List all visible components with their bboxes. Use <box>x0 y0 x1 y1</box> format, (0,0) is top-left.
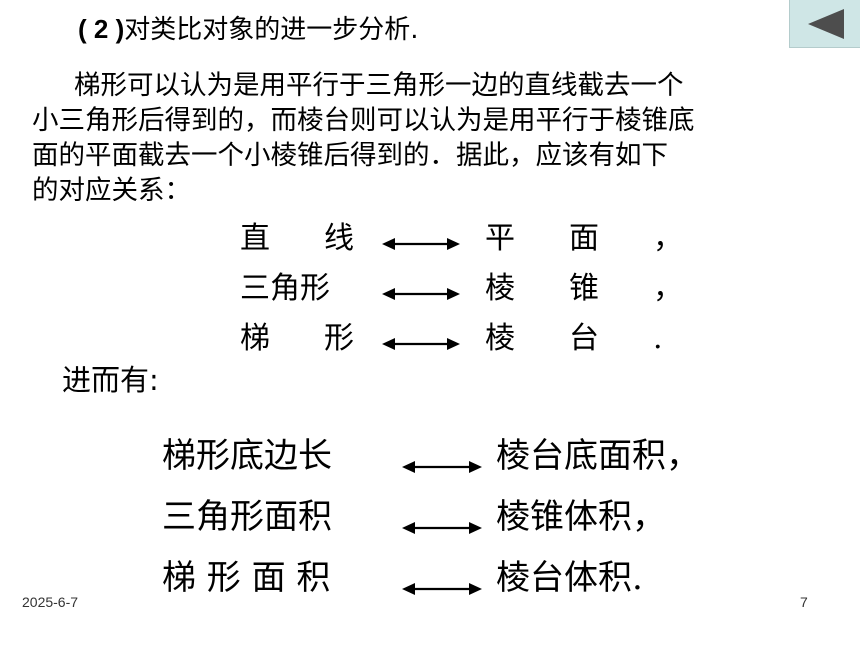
correspondence-left: 三角形面积 <box>162 497 332 537</box>
correspondence-left: 直线 <box>240 221 408 256</box>
footer-date: 2025-6-7 <box>22 594 79 610</box>
paragraph-line: 小三角形后得到的，而棱台则可以认为是用平行于棱锥底 <box>32 105 695 136</box>
paragraph-line: 梯形可以认为是用平行于三角形一边的直线截去一个 <box>74 70 684 101</box>
correspondence-right: 棱台. <box>485 321 717 356</box>
triangle-left-icon <box>808 9 844 39</box>
correspondence-right: 棱锥， <box>485 271 737 306</box>
page-number: 7 <box>800 594 808 610</box>
correspondence-left: 梯 形 面 积 <box>162 558 331 598</box>
correspondence-right: 棱台底面积， <box>496 436 700 476</box>
paragraph-line: 的对应关系： <box>32 175 191 206</box>
heading-text: 对类比对象的进一步分析. <box>124 15 419 45</box>
explanation-paragraph: 梯形可以认为是用平行于三角形一边的直线截去一个 小三角形后得到的，而棱台则可以认… <box>32 68 847 208</box>
double-arrow-icon <box>402 446 482 490</box>
correspondence-right: 棱锥体积， <box>496 497 666 537</box>
double-arrow-icon <box>382 327 460 367</box>
double-arrow-icon <box>402 507 482 551</box>
correspondence-left: 梯形底边长 <box>162 436 332 476</box>
back-button[interactable] <box>789 0 860 48</box>
further-label: 进而有: <box>62 363 159 397</box>
slide-heading: ( 2 )对类比对象的进一步分析. <box>78 14 419 45</box>
correspondence-right: 平面， <box>485 221 737 256</box>
double-arrow-icon <box>402 568 482 612</box>
double-arrow-icon <box>382 227 460 267</box>
double-arrow-icon <box>382 277 460 317</box>
correspondence-left: 梯形 <box>240 321 408 356</box>
correspondence-right: 棱台体积. <box>496 558 643 598</box>
paragraph-line: 面的平面截去一个小棱锥后得到的．据此，应该有如下 <box>32 140 668 171</box>
correspondence-left: 三角形 <box>240 271 330 306</box>
heading-number: ( 2 ) <box>78 14 125 44</box>
